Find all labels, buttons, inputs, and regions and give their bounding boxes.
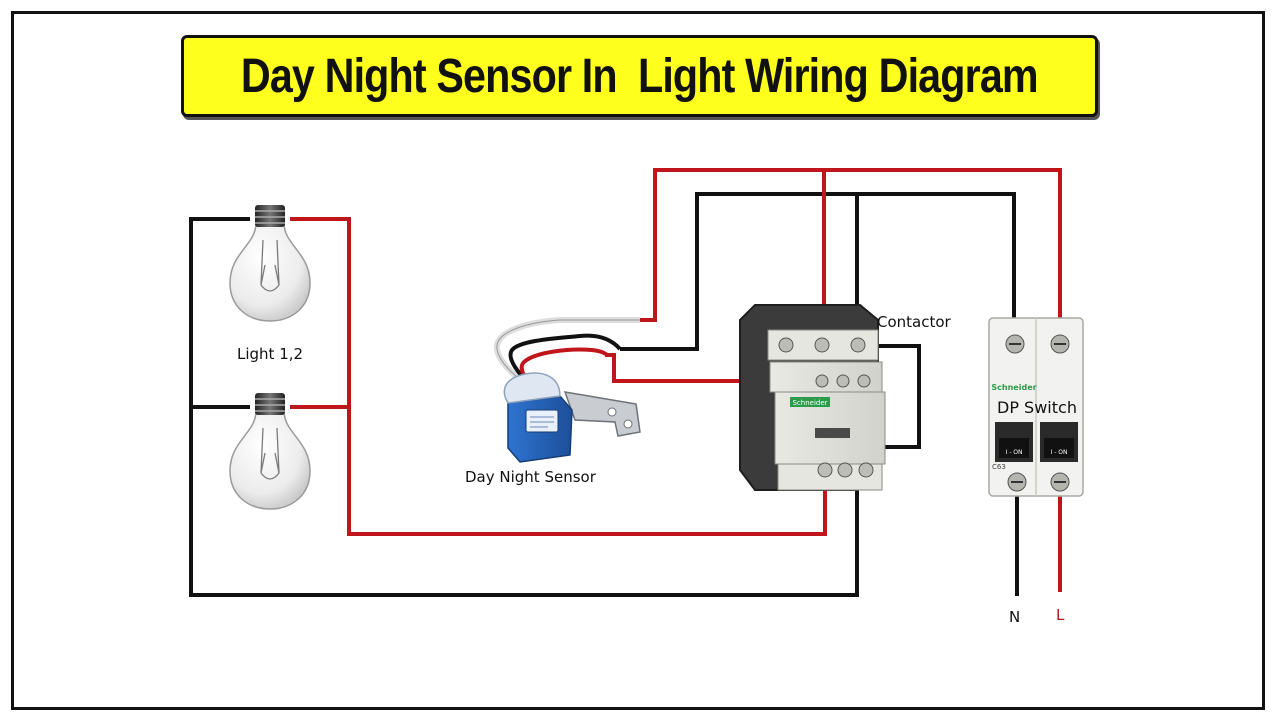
live-wires [290,168,1062,592]
light-bulb-icon [229,205,311,322]
mcb-brand: Schneider [991,383,1036,392]
neutral-wire-coil [860,344,921,449]
mcb-rating: C63 [992,463,1006,471]
mcb-on-left: I - ON [1006,449,1023,456]
neutral-label: N [1009,608,1021,626]
dp-switch-icon: Schneider I - ON I - ON C63 [988,317,1084,497]
contactor-brand: Schneider [792,399,827,407]
live-wire-top [638,168,1062,340]
contactor-icon: Schneider [739,304,886,491]
diagram-frame [11,11,1265,710]
live-wire-lights [290,217,827,536]
neutral-wire-sensor [620,192,1016,351]
sensor-label: Day Night Sensor [465,468,596,486]
mcb-on-right: I - ON [1051,449,1068,456]
light-bulb-icon [229,393,311,510]
diagram-title: Day Night Sensor In Light Wiring Diagram [241,49,1039,103]
live-label: L [1056,606,1065,624]
contactor-label: Contactor [877,313,951,331]
lights-label: Light 1,2 [237,345,304,363]
day-night-sensor-icon [493,317,641,463]
dp-switch-label: DP Switch [997,398,1077,417]
title-banner: Day Night Sensor In Light Wiring Diagram [181,35,1098,117]
neutral-wire-lights [189,217,859,597]
live-wire-sensor-load [605,353,853,383]
